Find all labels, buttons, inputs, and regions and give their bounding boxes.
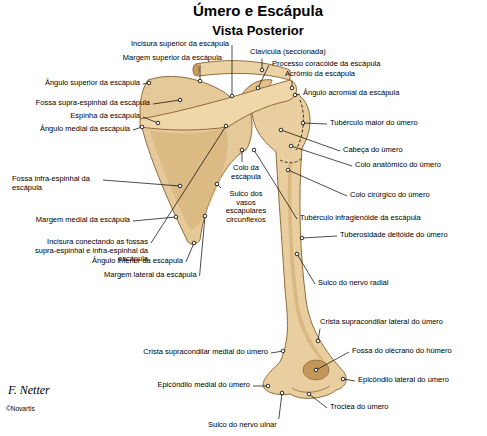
scapula-shadow	[150, 128, 228, 229]
part-label: Ângulo inferior da escápula	[92, 257, 183, 266]
leader-line	[288, 170, 347, 196]
leader-dot	[266, 384, 270, 388]
leader-line	[103, 180, 180, 186]
leader-line	[309, 394, 327, 408]
leader-dot	[295, 252, 299, 256]
part-label: Colo da escápula	[229, 164, 263, 181]
leader-dot	[252, 148, 256, 152]
leader-dot	[280, 391, 284, 395]
leader-dot	[140, 125, 144, 129]
leader-line	[316, 352, 349, 370]
part-label: Crista supracondilar medial do úmero	[143, 348, 268, 357]
copyright-note: ©Novartis	[6, 405, 35, 412]
leader-line	[133, 217, 176, 221]
scapular-spine	[140, 80, 296, 130]
leader-dot	[256, 86, 260, 90]
leader-line	[143, 117, 158, 123]
leader-line	[232, 45, 233, 96]
leader-dot	[281, 349, 285, 353]
part-label: Ângulo acromial da escápula	[303, 89, 399, 98]
leader-line	[258, 65, 269, 88]
leader-dot	[198, 79, 202, 83]
leader-line	[200, 65, 201, 81]
leader-dot	[290, 86, 294, 90]
leader-dot	[215, 182, 219, 186]
leader-line	[302, 236, 337, 238]
leader-dot	[203, 214, 207, 218]
leader-dot	[178, 184, 182, 188]
surgical-neck-line	[280, 158, 302, 163]
part-label: Margem lateral da escápula	[104, 271, 197, 280]
part-label: Clavícula (seccionada)	[250, 48, 326, 57]
leader-dot	[316, 339, 320, 343]
leader-dot	[279, 128, 283, 132]
part-label: Fossa infra-espinhal da escápula	[12, 175, 100, 192]
leader-line	[151, 126, 226, 243]
part-label: Espinha da escápula	[70, 112, 140, 121]
part-label: Tubérculo maior do úmero	[330, 119, 418, 128]
leader-line	[291, 146, 352, 166]
part-label: Fossa do olécrano do húmero	[352, 347, 452, 356]
leader-dot	[341, 377, 345, 381]
part-label: Tuberosidade deltóide do úmero	[340, 231, 448, 240]
leader-line	[153, 100, 180, 104]
part-label: Sulco do nervo ulnar	[208, 421, 277, 430]
trochlea-shade	[292, 386, 330, 392]
part-label: Colo cirúrgico do úmero	[350, 191, 430, 200]
part-label: Ângulo medial da escápula	[40, 125, 130, 134]
leader-dot	[147, 81, 151, 85]
part-label: Margem superior da escápula	[123, 54, 222, 63]
leader-line	[281, 130, 340, 151]
leader-dot	[300, 236, 304, 240]
olecranon-fossa	[303, 360, 329, 380]
leader-dot	[301, 121, 305, 125]
artist-signature: F. Netter	[8, 384, 50, 398]
part-label: Tróclea do úmero	[330, 403, 389, 412]
part-label: Epicôndilo lateral do úmero	[358, 376, 449, 385]
part-label: Fossa supra-espinhal da escápula	[36, 99, 150, 108]
view-subtitle: Vista Posterior	[212, 24, 304, 39]
part-label: Processo coracóide da escápula	[272, 60, 380, 69]
part-label: Cabeça do úmero	[343, 146, 403, 155]
leader-dot	[156, 121, 160, 125]
leader-line	[200, 216, 205, 276]
leader-line	[186, 243, 194, 262]
humerus-shadow	[288, 160, 330, 368]
clavicle-cut	[193, 64, 199, 76]
part-label: Crista supracondilar lateral do úmero	[320, 318, 443, 327]
leader-dot	[260, 68, 264, 72]
leader-dot	[224, 124, 228, 128]
part-label: Tubérculo infraglenóide da escápula	[300, 214, 421, 223]
part-label: Acrômio da escápula	[285, 70, 355, 79]
part-label: Sulco do nervo radial	[318, 279, 388, 288]
leader-dot	[178, 98, 182, 102]
leader-dot	[240, 148, 244, 152]
leader-dot	[307, 392, 311, 396]
part-label: Incisura superior da escápula	[131, 40, 229, 49]
leader-line	[303, 123, 327, 124]
part-label: Sulco dos vasos escapulares circunflexos	[223, 190, 269, 225]
part-label: Epicôndilo medial do úmero	[157, 381, 250, 390]
leader-dot	[174, 215, 178, 219]
leader-dot	[286, 168, 290, 172]
leader-line	[279, 393, 282, 419]
figure-title: Úmero e Escápula	[193, 2, 323, 19]
leader-dot	[230, 94, 234, 98]
part-label: Margem medial da escápula	[36, 216, 130, 225]
leader-dot	[289, 144, 293, 148]
leader-dot	[293, 93, 297, 97]
leader-line	[297, 254, 315, 284]
leader-dot	[192, 241, 196, 245]
leader-line	[253, 386, 268, 387]
part-label: Ângulo superior da escápula	[45, 79, 140, 88]
part-label: Colo anatômico do úmero	[355, 161, 441, 170]
leader-dot	[314, 368, 318, 372]
